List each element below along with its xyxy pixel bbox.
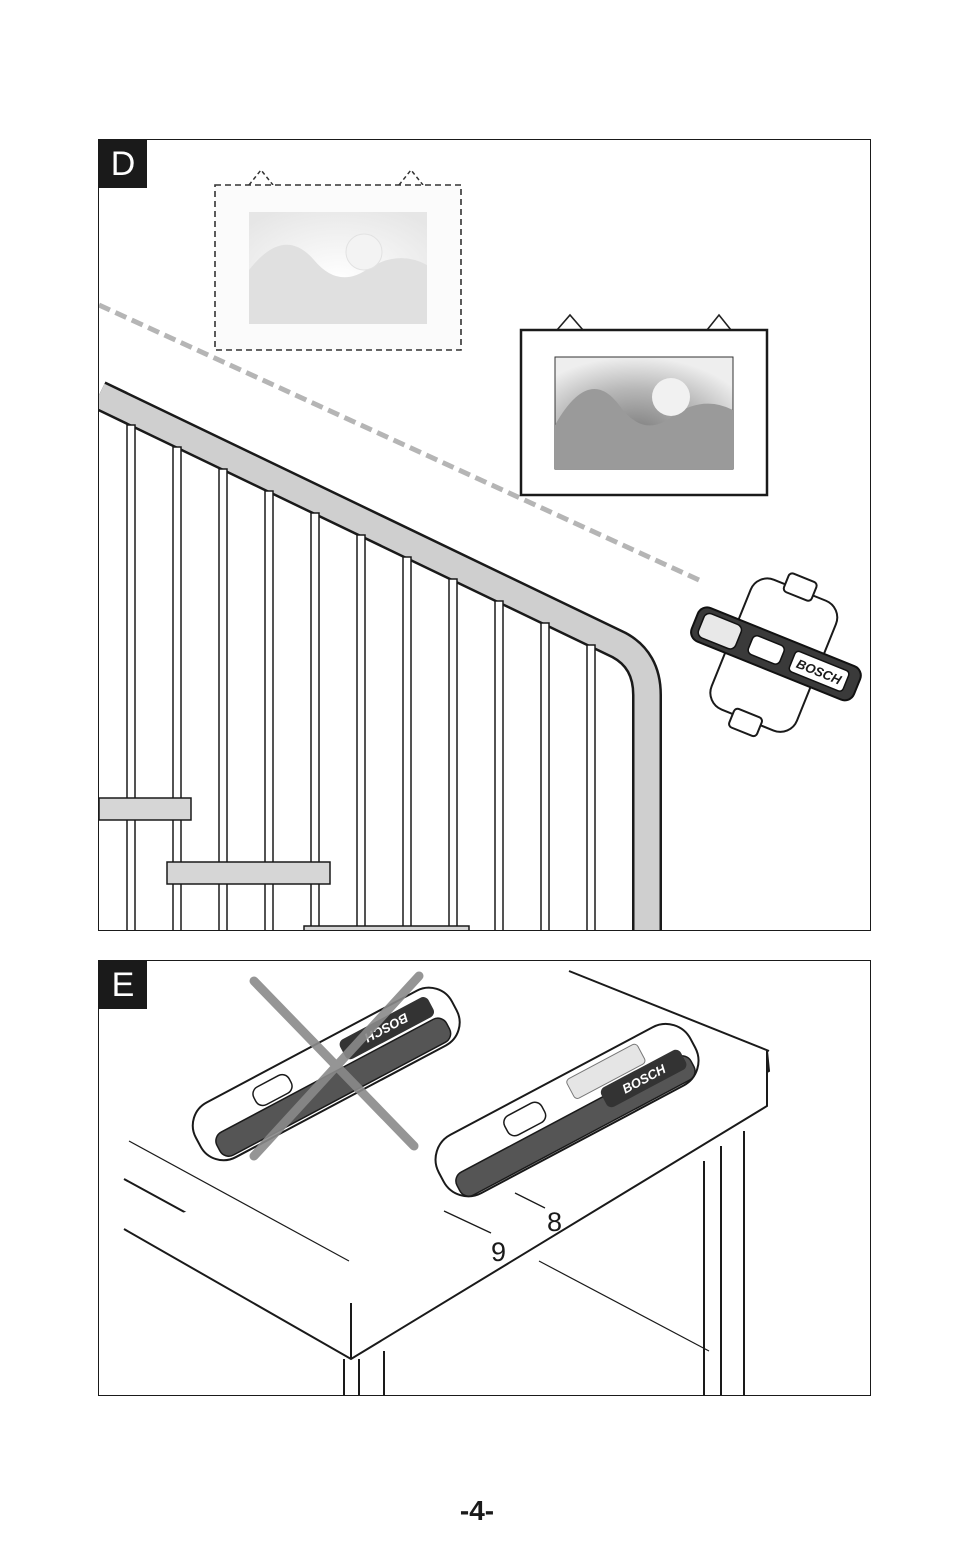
panel-d: D [98,139,871,931]
stair-wall-illustration: BOSCH [99,140,871,931]
table-illustration: BOSCH BOSCH [99,961,871,1396]
panel-label-e: E [99,961,147,1009]
page-number: -4- [0,1495,954,1527]
callout-8: 8 [547,1209,562,1236]
panel-e: E BOSCH [98,960,871,1396]
panel-label-d: D [99,140,147,188]
picture-hung [521,315,767,495]
callout-9: 9 [491,1239,506,1266]
stair-treads [99,798,469,931]
picture-dashed [215,170,461,350]
